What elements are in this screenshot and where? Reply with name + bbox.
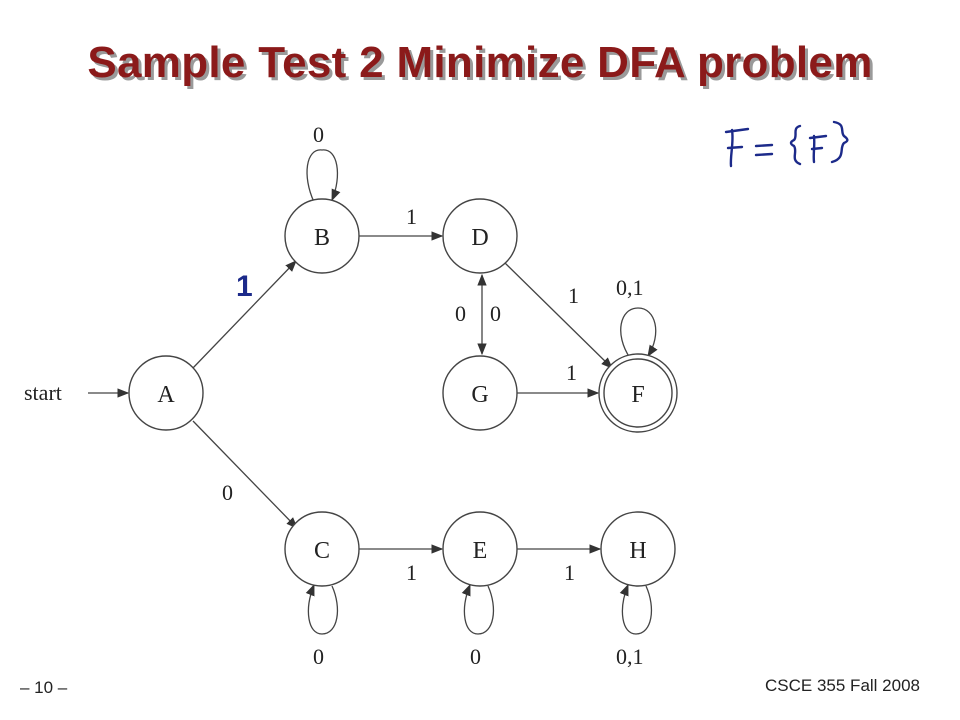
slide-title: Sample Test 2 Minimize DFA problem [87, 38, 873, 87]
handwritten-one-annotation: 1 [236, 270, 253, 303]
label-loop-h: 0,1 [616, 644, 644, 669]
label-c-e: 1 [406, 560, 417, 585]
state-b: B [284, 198, 360, 274]
loop-f [620, 307, 658, 359]
page-number: – 10 – [20, 678, 68, 697]
state-a: A [128, 355, 204, 431]
state-b-label: B [314, 225, 330, 251]
course-label: CSCE 355 Fall 2008 [765, 676, 920, 695]
state-e: E [442, 511, 518, 587]
state-a-label: A [157, 382, 175, 408]
label-a-c: 0 [222, 480, 233, 505]
edge-a-b [191, 260, 297, 370]
label-e-h: 1 [564, 560, 575, 585]
label-loop-f: 0,1 [616, 275, 644, 300]
edge-d-f [503, 261, 613, 369]
loop-c [305, 583, 339, 635]
state-d-label: D [471, 225, 488, 251]
state-c: C [284, 511, 360, 587]
state-h-label: H [629, 538, 646, 564]
state-e-label: E [473, 538, 488, 564]
state-h: H [600, 511, 676, 587]
label-g-f: 1 [566, 360, 577, 385]
label-d-g: 0 [455, 301, 466, 326]
label-b-d: 1 [406, 204, 417, 229]
state-f-label: F [631, 382, 644, 408]
state-g-label: G [471, 382, 488, 408]
loop-b [306, 149, 341, 203]
loop-h [619, 583, 653, 635]
state-c-label: C [314, 538, 330, 564]
state-d: D [442, 198, 518, 274]
state-f-accepting: F [598, 353, 678, 433]
start-label: start [24, 380, 62, 405]
edge-a-c [192, 420, 298, 529]
label-loop-b: 0 [313, 122, 324, 147]
label-g-d: 0 [490, 301, 501, 326]
state-g: G [442, 355, 518, 431]
label-loop-c: 0 [313, 644, 324, 669]
label-d-f: 1 [568, 283, 579, 308]
handwritten-final-set-annotation [718, 118, 868, 178]
label-loop-e: 0 [470, 644, 481, 669]
loop-e [461, 583, 495, 635]
